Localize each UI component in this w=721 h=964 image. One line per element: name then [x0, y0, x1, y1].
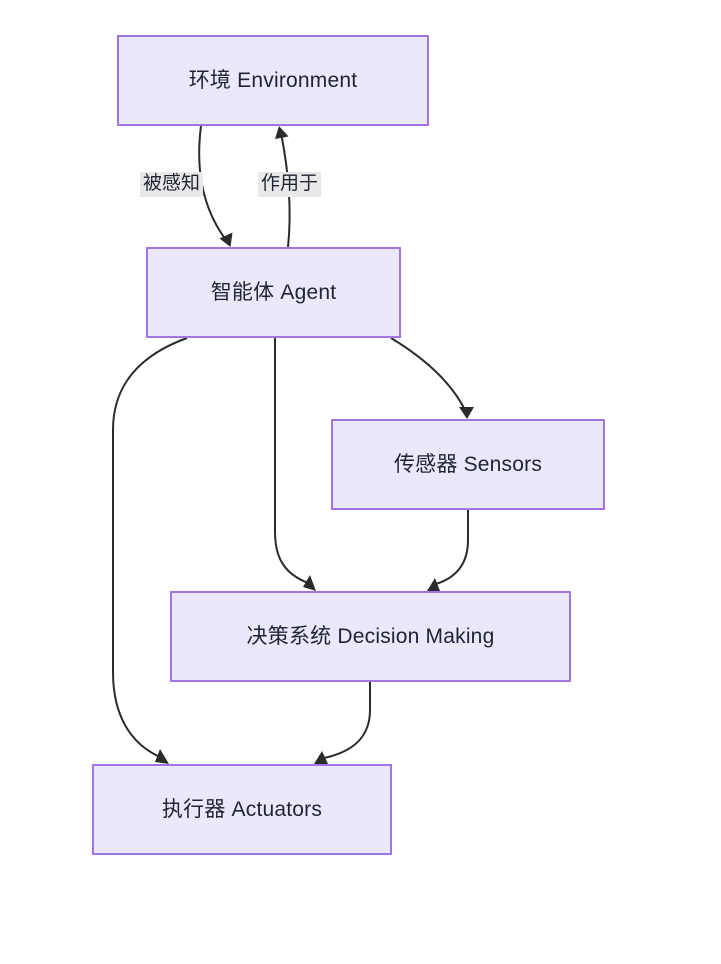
- arrow-head-agent-to-environment: [275, 126, 289, 139]
- node-decision-making-label: 决策系统 Decision Making: [246, 624, 495, 648]
- edge-path-decision-to-actuators: [323, 682, 371, 759]
- node-sensors[interactable]: 传感器 Sensors: [331, 419, 605, 510]
- edge-path-agent-to-decision: [274, 338, 309, 584]
- node-agent[interactable]: 智能体 Agent: [146, 247, 401, 338]
- arrow-head-environment-to-agent: [219, 232, 233, 247]
- edge-path-sensors-to-decision: [435, 510, 469, 585]
- edge-environment-to-agent: [198, 125, 233, 247]
- node-decision-making[interactable]: 决策系统 Decision Making: [170, 591, 571, 682]
- edge-path-agent-to-actuators: [112, 337, 188, 758]
- edge-label-acts-on: 作用于: [258, 172, 322, 197]
- edge-path-agent-to-sensors: [390, 337, 466, 411]
- arrow-head-agent-to-sensors: [459, 407, 474, 419]
- arrow-head-agent-to-decision: [303, 575, 316, 591]
- node-actuators-label: 执行器 Actuators: [161, 797, 323, 821]
- node-actuators[interactable]: 执行器 Actuators: [92, 764, 392, 855]
- edge-label-perceived: 被感知: [140, 172, 204, 197]
- node-environment[interactable]: 环境 Environment: [117, 35, 429, 126]
- edge-decision-to-actuators: [314, 682, 371, 764]
- arrow-head-decision-to-actuators: [314, 751, 328, 764]
- node-environment-label: 环境 Environment: [188, 68, 358, 92]
- edge-sensors-to-decision: [427, 510, 469, 591]
- node-agent-label: 智能体 Agent: [210, 280, 337, 304]
- edge-agent-to-actuators: [112, 337, 188, 764]
- edge-path-environment-to-agent: [198, 125, 227, 241]
- node-sensors-label: 传感器 Sensors: [393, 452, 543, 476]
- edge-agent-to-sensors: [390, 337, 474, 419]
- edge-agent-to-decision: [274, 338, 316, 591]
- arrow-head-sensors-to-decision: [427, 578, 440, 591]
- arrow-head-agent-to-actuators: [155, 749, 169, 764]
